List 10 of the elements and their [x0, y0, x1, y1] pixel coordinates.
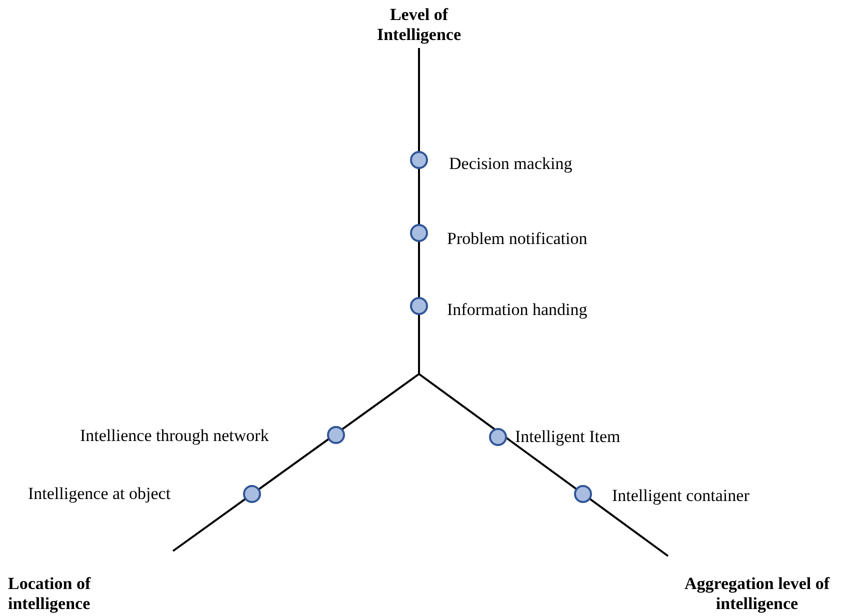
point-label: Decision macking	[449, 154, 572, 174]
point-label: Problem notification	[447, 229, 588, 249]
point-label: Intelligent container	[612, 486, 750, 506]
axis-title: Aggregation level of intelligence	[683, 574, 831, 614]
point-label: Intelligent Item	[515, 427, 620, 447]
point-label: Intelligence at object	[28, 484, 171, 504]
point-label: Intellience through network	[80, 426, 269, 446]
point-label: Information handing	[447, 300, 588, 320]
axis-title: Location of intelligence	[8, 574, 92, 614]
axis-title: Level of Intelligence	[376, 5, 462, 45]
